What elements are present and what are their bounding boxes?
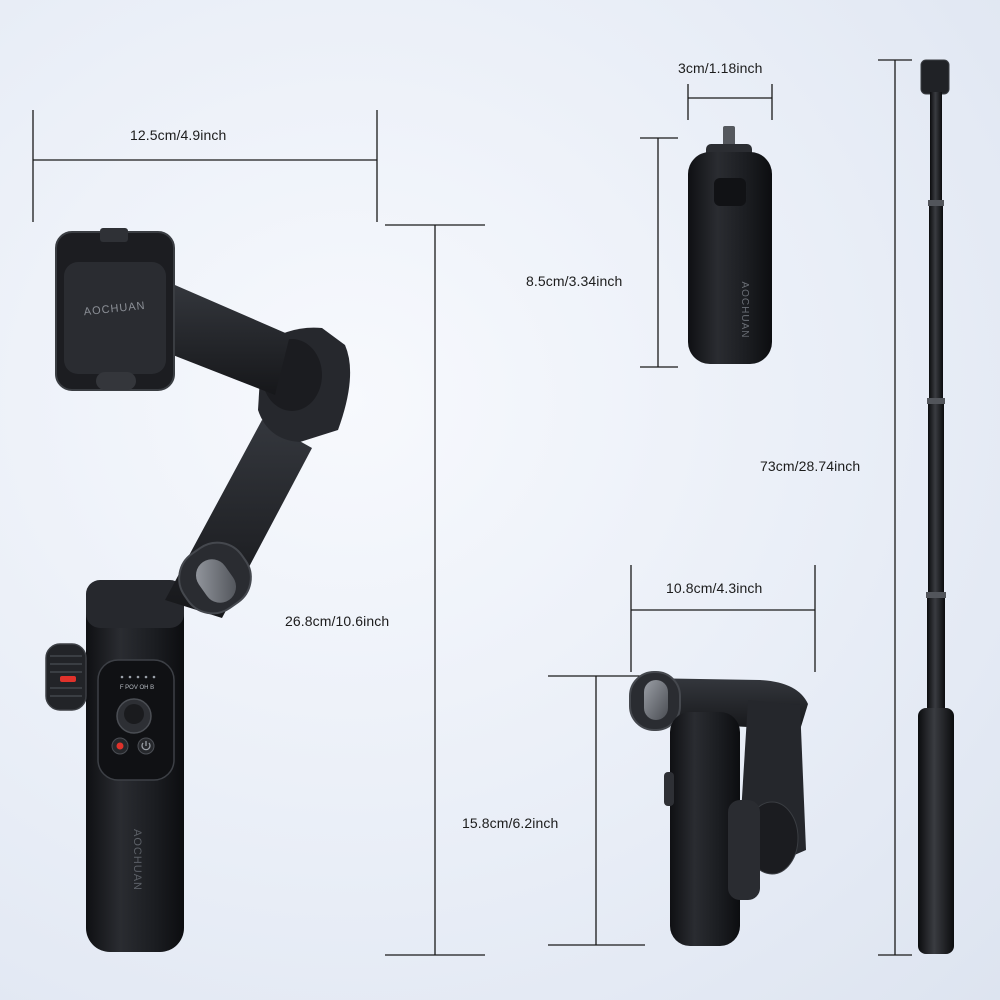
rod-cap [920, 59, 950, 95]
mini-tripod: AOCHUAN [688, 126, 772, 364]
rod-joint-3 [926, 592, 946, 598]
rod-joint-1 [928, 200, 944, 206]
gimbal-width-label: 12.5cm/4.9inch [130, 127, 227, 143]
tripod-leg-slot [714, 178, 746, 206]
mode-indicator-dots [120, 675, 156, 679]
gimbal-height-label: 26.8cm/10.6inch [285, 613, 390, 629]
folded-side-button [664, 772, 674, 806]
gimbal-elbow-pad-button [195, 559, 237, 603]
gimbal-handle-collar [86, 580, 184, 628]
rod-handle [918, 708, 954, 954]
focus-wheel-ridges [50, 655, 82, 697]
tripod-height-label: 8.5cm/3.34inch [526, 273, 623, 289]
gimbal-folded [629, 671, 808, 946]
phone-clamp-bottom-latch [96, 372, 136, 390]
tripod-width-label: 3cm/1.18inch [678, 60, 763, 76]
phone-clamp-top-latch [100, 228, 128, 242]
mode-labels: F POV OH B [120, 685, 154, 691]
folded-height-label: 15.8cm/6.2inch [462, 815, 559, 831]
rod-segment-3 [928, 404, 944, 592]
power-icon [141, 741, 151, 751]
tripod-legs [688, 152, 772, 364]
rod-segment-4 [927, 598, 945, 710]
gimbal-unfolded: AOCHUAN F POV OH B AOCHUAN [45, 228, 351, 952]
tripod-brand-logo: AOCHUAN [739, 281, 750, 338]
joystick-top [124, 704, 144, 724]
folded-handle [670, 712, 740, 946]
gimbal-upper-arm [160, 282, 290, 395]
rod-length-label: 73cm/28.74inch [760, 458, 861, 474]
phone-clamp-pad [64, 262, 166, 374]
extension-rod [918, 59, 954, 954]
dimension-lines [32, 59, 912, 956]
record-dot [116, 742, 124, 750]
tripod-screw [723, 126, 735, 146]
folded-elbow-pad-button [644, 680, 668, 720]
folded-width-label: 10.8cm/4.3inch [666, 580, 763, 596]
rod-segment-1 [930, 92, 942, 202]
rod-joint-2 [927, 398, 945, 404]
handle-brand-logo: AOCHUAN [131, 829, 143, 891]
folded-clamp-side [728, 800, 760, 900]
rod-segment-2 [929, 206, 943, 398]
focus-wheel-red-marker [60, 676, 76, 682]
